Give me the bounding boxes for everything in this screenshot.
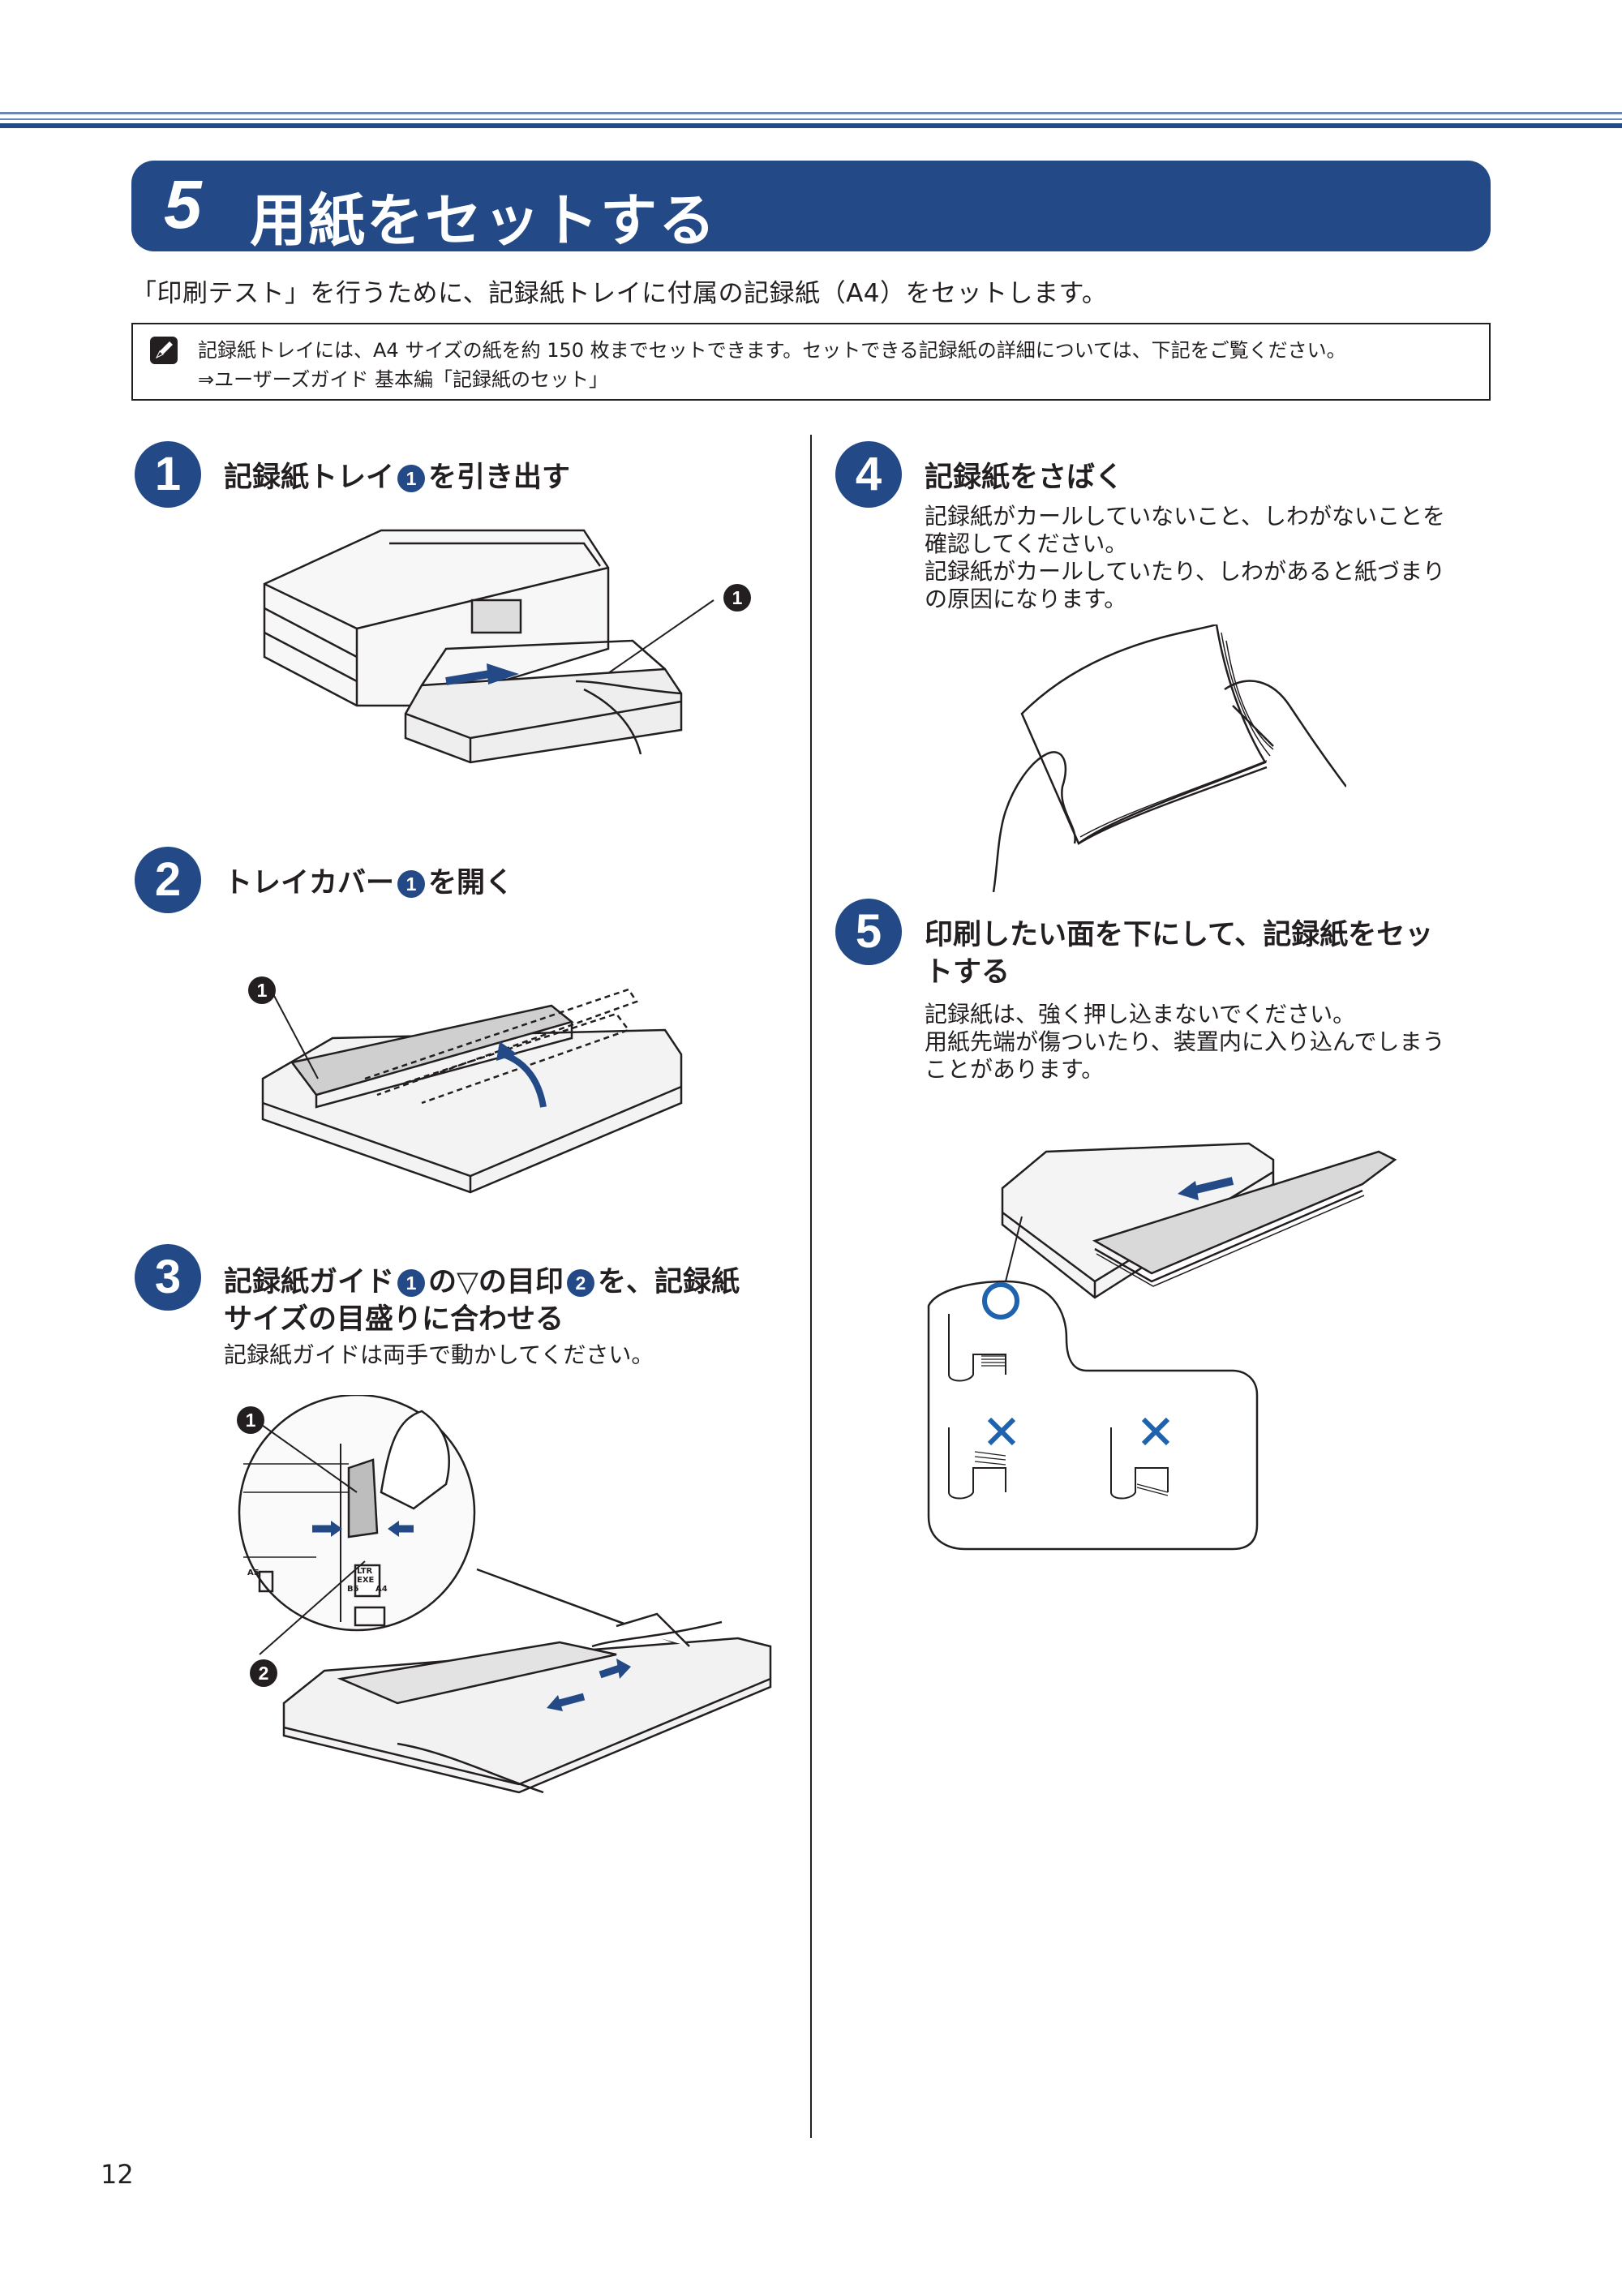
paper-guide-illustration bbox=[238, 1395, 772, 1794]
step-3-badge: 3 bbox=[135, 1244, 201, 1311]
step-4-title: 記録紙をさばく bbox=[925, 461, 1124, 494]
step-3-body: 記録紙ガイドは両手で動かしてください。 bbox=[224, 1341, 654, 1368]
step-2-title-b: を開く bbox=[428, 867, 514, 899]
mark-ng: ✕ bbox=[981, 1427, 982, 1428]
step-3-callout-1: 1 bbox=[237, 1406, 264, 1434]
step-1-title-b: を引き出す bbox=[428, 461, 571, 494]
section-number: 5 bbox=[164, 166, 202, 242]
guide-label-a5: A5 bbox=[247, 1569, 260, 1577]
guide-label-a4: A4 bbox=[375, 1585, 388, 1594]
step-1-badge: 1 bbox=[135, 441, 201, 508]
step-3-ref-1: 1 bbox=[397, 1269, 426, 1297]
step-5-body-line-2: 用紙先端が傷ついたり、装置内に入り込んでしまう bbox=[925, 1028, 1445, 1055]
column-divider bbox=[810, 435, 812, 2138]
step-3-ref-2: 2 bbox=[566, 1269, 594, 1297]
step-3-title-line-2: サイズの目盛りに合わせる bbox=[224, 1303, 564, 1336]
note-line-1: 記録紙トレイには、A4 サイズの紙を約 150 枚までセットできます。セットでき… bbox=[198, 339, 1346, 362]
step-1-ref: 1 bbox=[397, 465, 426, 492]
step-5-title-line-2: トする bbox=[925, 956, 1011, 989]
step-5-body-line-3: ことがあります。 bbox=[925, 1056, 1105, 1083]
step-4-body: 記録紙がカールしていないこと、しわがないことを 確認してください。 記録紙がカー… bbox=[925, 503, 1445, 613]
note-icon bbox=[150, 337, 178, 364]
header-rule-mid bbox=[0, 118, 1622, 120]
step-3-title-a: 記録紙ガイド bbox=[224, 1266, 395, 1298]
step-2-callout-1: 1 bbox=[248, 976, 276, 1004]
section-title: 用紙をセットする bbox=[250, 187, 717, 254]
step-5-badge: 5 bbox=[835, 899, 902, 965]
step-1-title-a: 記録紙トレイ bbox=[224, 461, 395, 494]
step-4-body-line-1: 記録紙がカールしていないこと、しわがないことを bbox=[925, 503, 1446, 530]
step-3-callout-2: 2 bbox=[250, 1659, 277, 1687]
page-number: 12 bbox=[101, 2159, 134, 2190]
step-2-title-a: トレイカバー bbox=[224, 867, 395, 899]
step-5-title-line-1: 印刷したい面を下にして、記録紙をセッ bbox=[925, 919, 1434, 951]
load-paper-illustration bbox=[927, 1142, 1397, 1551]
header-rule-top bbox=[0, 112, 1622, 114]
step-2-badge: 2 bbox=[135, 847, 201, 913]
tray-cover-illustration bbox=[261, 988, 683, 1194]
step-5-body-line-1: 記録紙は、強く押し込まないでください。 bbox=[925, 1001, 1356, 1028]
step-4-body-line-4: の原因になります。 bbox=[925, 586, 1127, 612]
note-box: 記録紙トレイには、A4 サイズの紙を約 150 枚までセットできます。セットでき… bbox=[131, 323, 1491, 401]
step-3-title-b: の▽の目印 bbox=[428, 1266, 564, 1298]
step-4-body-line-3: 記録紙がカールしていたり、しわがあると紙づまり bbox=[925, 558, 1446, 585]
step-4-badge: 4 bbox=[835, 441, 902, 508]
guide-label-ltr: LTR bbox=[357, 1567, 373, 1576]
header-rule-bottom bbox=[0, 123, 1622, 128]
step-1-callout-1: 1 bbox=[723, 584, 751, 612]
step-4-body-line-2: 確認してください。 bbox=[925, 530, 1128, 557]
fan-paper-illustration bbox=[992, 624, 1346, 892]
section-title-bar: 5 用紙をセットする bbox=[131, 161, 1491, 254]
step-5-body: 記録紙は、強く押し込まないでください。 用紙先端が傷ついたり、装置内に入り込んで… bbox=[925, 1001, 1444, 1084]
step-2-ref: 1 bbox=[397, 870, 426, 898]
guide-label-b5: B5 bbox=[347, 1585, 359, 1594]
printer-tray-illustration bbox=[263, 529, 714, 764]
intro-text: 「印刷テスト」を行うために、記録紙トレイに付属の記録紙（A4）をセットします。 bbox=[131, 279, 1108, 308]
guide-label-exe: EXE bbox=[357, 1576, 375, 1585]
step-3-title-c: を、記録紙 bbox=[597, 1266, 740, 1298]
note-line-2[interactable]: ⇒ユーザーズガイド 基本編「記録紙のセット」 bbox=[198, 368, 609, 391]
